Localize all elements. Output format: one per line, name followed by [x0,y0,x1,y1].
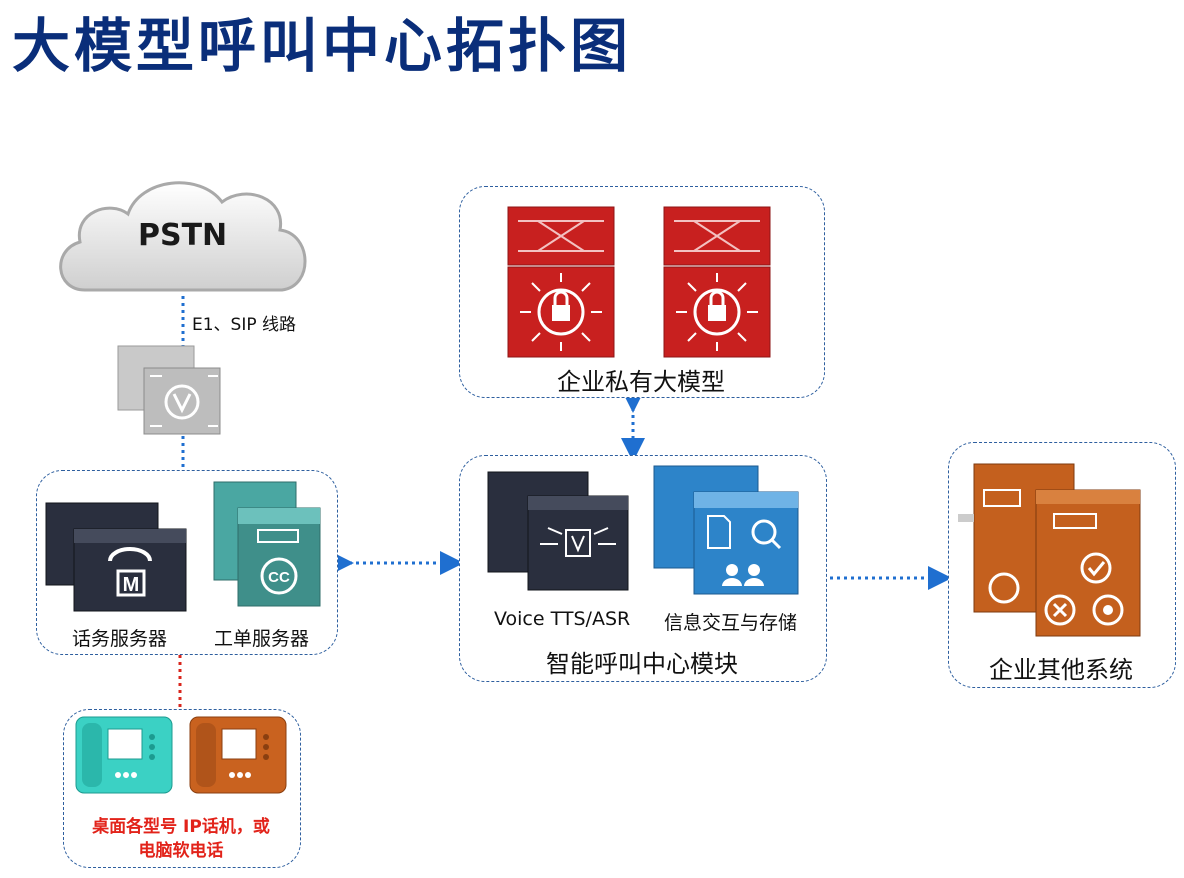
llm-group-label: 企业私有大模型 [557,368,725,396]
phones-label-line2: 电脑软电话 [138,841,224,861]
smart-group-label: 智能呼叫中心模块 [546,650,738,678]
svg-text:CC: CC [268,569,290,586]
tts-asr-icon [487,471,629,591]
call-server-icon: M [45,502,187,612]
ip-phone-icon-orange [189,716,287,794]
ticket-server-icon: CC [213,481,321,607]
firewall-icon-2 [663,206,771,358]
other-systems-icon [958,463,1141,637]
info-storage-label: 信息交互与存储 [664,612,798,634]
call-server-label: 话务服务器 [72,628,168,650]
pstn-link-label: E1、SIP 线路 [192,315,297,335]
svg-text:M: M [123,574,140,596]
pstn-label: PSTN [138,218,228,253]
other-group-label: 企业其他系统 [989,656,1133,684]
ticket-server-label: 工单服务器 [214,628,310,650]
info-storage-icon [653,465,799,595]
pstn-cloud [59,181,307,292]
firewall-icon-1 [507,206,615,358]
phones-label-line1: 桌面各型号 IP话机，或 [92,817,270,837]
tts-asr-label: Voice TTS/ASR [494,608,631,630]
voice-gateway-icon [117,345,221,435]
ip-phone-icon-teal [75,716,173,794]
page-title: 大模型呼叫中心拓扑图 [12,12,633,80]
